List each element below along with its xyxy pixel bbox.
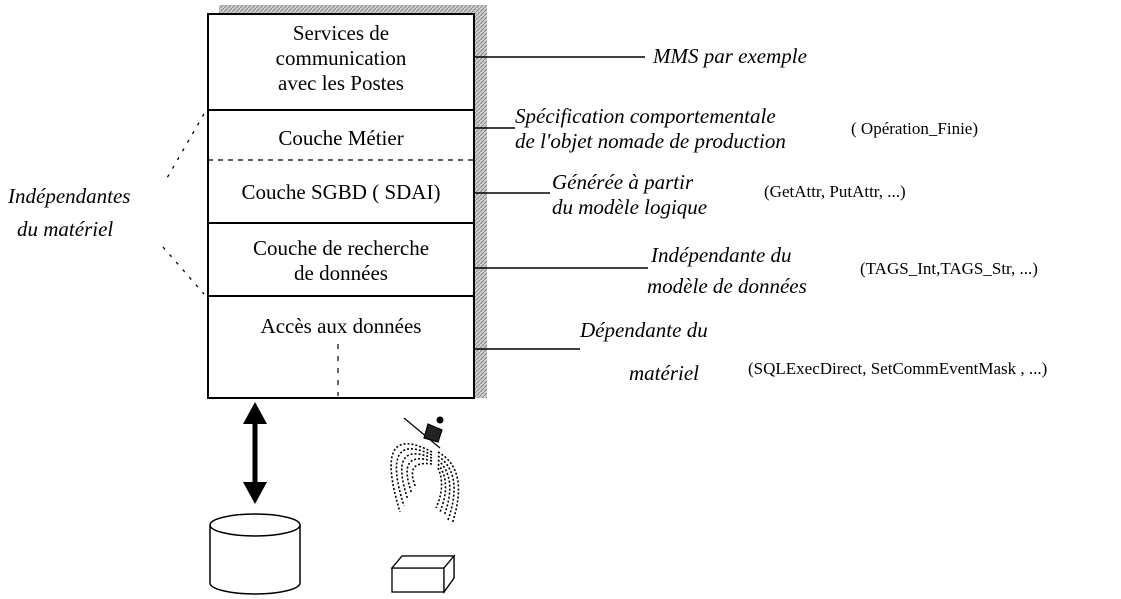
stack-shadow — [219, 5, 487, 15]
data-access-layer-label: Accès aux données — [260, 314, 422, 338]
layer-label-line: avec les Postes — [278, 71, 404, 95]
data-search-layer: Couche de recherche de données — [253, 236, 429, 286]
communication-services-layer: Services de communication avec les Poste… — [276, 21, 407, 96]
side-bracket-top — [166, 113, 205, 179]
wireless-device-icon — [390, 416, 460, 525]
side-label-line: du matériel — [17, 217, 114, 241]
annotation-line: Générée à partir — [552, 170, 694, 194]
hardware-independent-label: Indépendantes du matériel — [8, 180, 130, 246]
access-api-example: (SQLExecDirect, SetCommEventMask , ...) — [748, 359, 1048, 378]
side-label-line: Indépendantes — [8, 184, 131, 208]
search-api-example: (TAGS_Int,TAGS_Str, ...) — [860, 259, 1038, 278]
independent-annotation: Indépendante du modèle de données — [647, 240, 807, 302]
mms-annotation: MMS par exemple — [653, 44, 807, 68]
annotation-line: matériel — [629, 361, 699, 385]
stack-shadow-right — [474, 5, 487, 398]
device-box-icon — [390, 554, 456, 595]
behavioral-spec-annotation: Spécification comportementale de l'objet… — [515, 104, 786, 154]
dbms-api-example: (GetAttr, PutAttr, ...) — [764, 182, 906, 201]
layer-label-line: Couche de recherche — [252, 236, 430, 260]
layer-label-line: communication — [275, 46, 407, 70]
annotation-line: Dépendante du — [580, 318, 708, 342]
database-cylinder-icon — [209, 513, 301, 595]
layer-label-line: Services de — [292, 21, 390, 45]
business-layer-label: Couche Métier — [278, 126, 404, 150]
side-bracket-bottom — [162, 246, 205, 295]
annotation-line: Indépendante du — [651, 243, 792, 267]
dependent-annotation: Dépendante du matériel — [580, 320, 708, 384]
annotation-line: du modèle logique — [552, 195, 708, 219]
business-api-example: ( Opération_Finie) — [851, 119, 978, 138]
bidirectional-arrow-icon — [243, 402, 267, 504]
dbms-layer-label: Couche SGBD ( SDAI) — [241, 180, 441, 204]
annotation-line: modèle de données — [647, 274, 807, 298]
layer-stack — [207, 13, 475, 399]
annotation-line: de l'objet nomade de production — [515, 129, 786, 153]
generated-annotation: Générée à partir du modèle logique — [552, 170, 707, 220]
layer-label-line: de données — [294, 261, 388, 285]
annotation-line: Spécification comportementale — [515, 104, 776, 128]
